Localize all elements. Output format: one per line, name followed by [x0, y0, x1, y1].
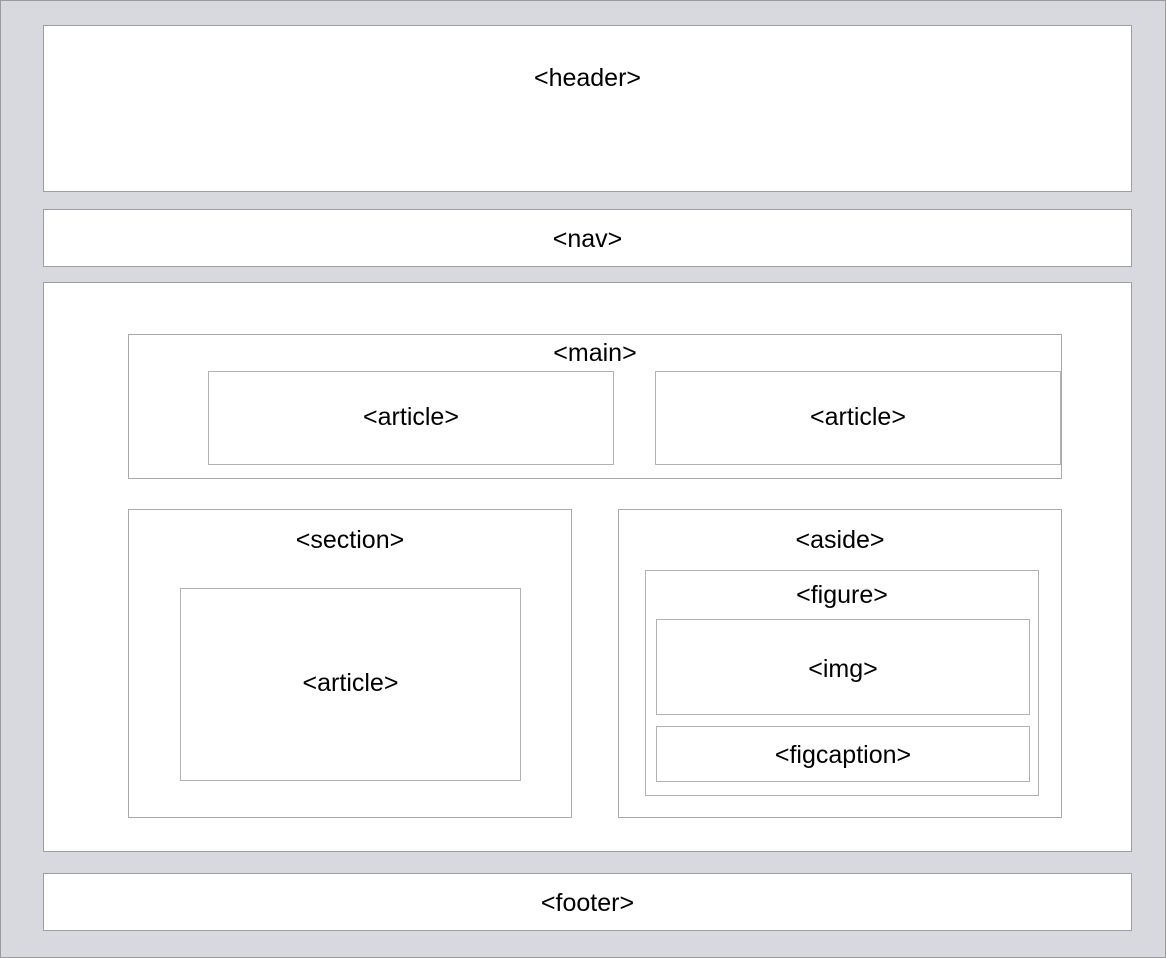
article-region: <article>: [655, 371, 1061, 465]
body-content-region: <main> <article> <article> <section> <ar…: [43, 282, 1132, 852]
section-label: <section>: [295, 526, 405, 554]
nav-region: <nav>: [43, 209, 1132, 267]
main-region: <main> <article> <article>: [128, 334, 1062, 479]
header-region: <header>: [43, 25, 1132, 192]
aside-region: <aside> <figure> <img> <figcaption>: [618, 509, 1062, 818]
aside-label: <aside>: [795, 526, 885, 554]
figcaption-label: <figcaption>: [774, 741, 912, 769]
figure-region: <figure> <img> <figcaption>: [645, 570, 1039, 796]
img-region: <img>: [656, 619, 1030, 715]
footer-label: <footer>: [540, 889, 635, 917]
section-region: <section> <article>: [128, 509, 572, 818]
article-label: <article>: [810, 403, 906, 431]
article-label: <article>: [363, 403, 459, 431]
article-region: <article>: [208, 371, 614, 465]
article-region: <article>: [180, 588, 521, 781]
footer-region: <footer>: [43, 873, 1132, 931]
article-label: <article>: [302, 669, 399, 697]
nav-label: <nav>: [552, 225, 623, 253]
main-label: <main>: [553, 339, 637, 367]
header-label: <header>: [533, 64, 642, 92]
img-label: <img>: [808, 655, 878, 683]
figure-label: <figure>: [796, 581, 888, 609]
figcaption-region: <figcaption>: [656, 726, 1030, 782]
